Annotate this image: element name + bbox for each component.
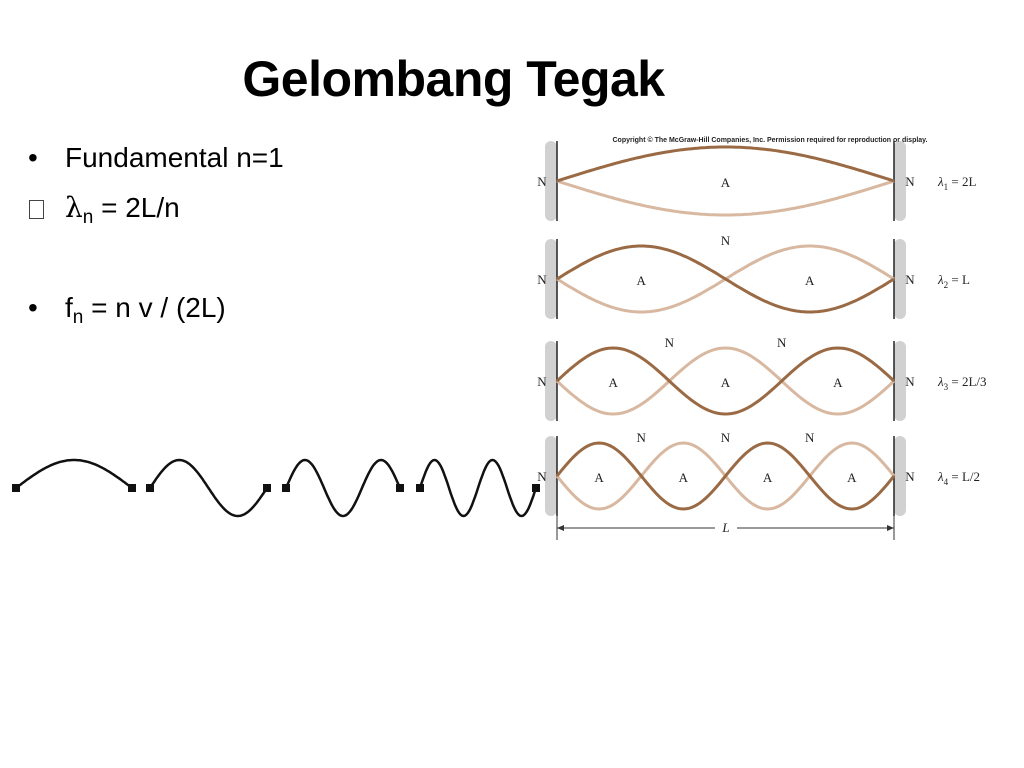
sketch-wave-2 <box>148 458 269 518</box>
wavelength-equation: λ1 = 2L <box>937 174 976 192</box>
hand-sketch-waves <box>12 458 540 518</box>
missing-glyph-icon <box>29 200 44 219</box>
bullet-frequency: • fn = n v / (2L) <box>28 292 226 334</box>
node-label: N <box>637 430 647 445</box>
left-wall-shade <box>545 436 557 516</box>
sketch-endpoint <box>396 484 404 492</box>
left-wall-shade <box>545 141 557 221</box>
sketch-endpoint <box>146 484 154 492</box>
right-wall-shade <box>894 436 906 516</box>
antinode-label: A <box>721 175 731 190</box>
sketch-endpoint <box>416 484 424 492</box>
antinode-label: A <box>847 470 857 485</box>
string-light-phase <box>555 346 896 416</box>
left-wall-shade <box>545 341 557 421</box>
node-label: N <box>537 374 547 389</box>
string-light-phase <box>556 179 895 217</box>
antinode-label: A <box>679 470 689 485</box>
right-wall-shade <box>894 141 906 221</box>
lambda-symbol: λ <box>65 191 83 224</box>
node-label: N <box>721 430 731 445</box>
node-label: N <box>805 430 815 445</box>
arrowhead-left <box>557 525 564 531</box>
wavelength-equation: λ2 = L <box>937 272 970 290</box>
node-label: N <box>721 233 731 248</box>
node-label: N <box>905 174 915 189</box>
node-label: N <box>665 335 675 350</box>
arrowhead-right <box>887 525 894 531</box>
sketch-endpoint <box>128 484 136 492</box>
bullet-marker: • <box>28 292 38 323</box>
node-label: N <box>537 174 547 189</box>
antinode-label: A <box>763 470 773 485</box>
antinode-label: A <box>594 470 604 485</box>
bullet-text: = 2L/n <box>93 192 180 223</box>
sketch-endpoint <box>263 484 271 492</box>
subscript-n: n <box>72 307 84 328</box>
right-wall-shade <box>894 341 906 421</box>
wavelength-equation: λ4 = L/2 <box>937 469 980 487</box>
length-label: L <box>721 520 729 535</box>
node-label: N <box>905 272 915 287</box>
node-label: N <box>537 469 547 484</box>
sketch-wave-3 <box>284 458 402 518</box>
node-label: N <box>905 374 915 389</box>
node-label: N <box>537 272 547 287</box>
antinode-label: A <box>833 375 843 390</box>
sketch-wave-1 <box>15 458 133 489</box>
sketch-wave-4 <box>418 458 538 518</box>
wavelength-equation: λ3 = 2L/3 <box>937 374 987 392</box>
bullet-fundamental: • Fundamental n=1 <box>28 142 284 174</box>
left-wall-shade <box>545 239 557 319</box>
right-wall-shade <box>894 239 906 319</box>
frequency-symbol: f <box>65 292 73 323</box>
antinode-label: A <box>805 273 815 288</box>
string-dark-phase <box>555 346 896 416</box>
copyright-notice: Copyright © The McGraw-Hill Companies, I… <box>612 136 927 144</box>
slide-title: Gelombang Tegak <box>242 51 665 107</box>
string-dark-phase <box>556 145 895 183</box>
subscript-n: n <box>82 207 94 228</box>
sketch-endpoint <box>532 484 540 492</box>
node-label: N <box>777 335 787 350</box>
bullet-text: Fundamental n=1 <box>65 142 284 173</box>
bullet-marker: • <box>28 142 38 173</box>
bullet-text: = n v / (2L) <box>83 292 226 323</box>
length-dimension: L <box>556 516 895 540</box>
antinode-label: A <box>721 375 731 390</box>
antinode-label: A <box>637 273 647 288</box>
antinode-label: A <box>608 375 618 390</box>
bullet-wavelength: λn = 2L/n <box>28 192 180 234</box>
string-dark-phase <box>555 441 896 511</box>
node-label: N <box>905 469 915 484</box>
sketch-endpoint <box>12 484 20 492</box>
string-dark-phase <box>556 244 895 314</box>
sketch-endpoint <box>282 484 290 492</box>
